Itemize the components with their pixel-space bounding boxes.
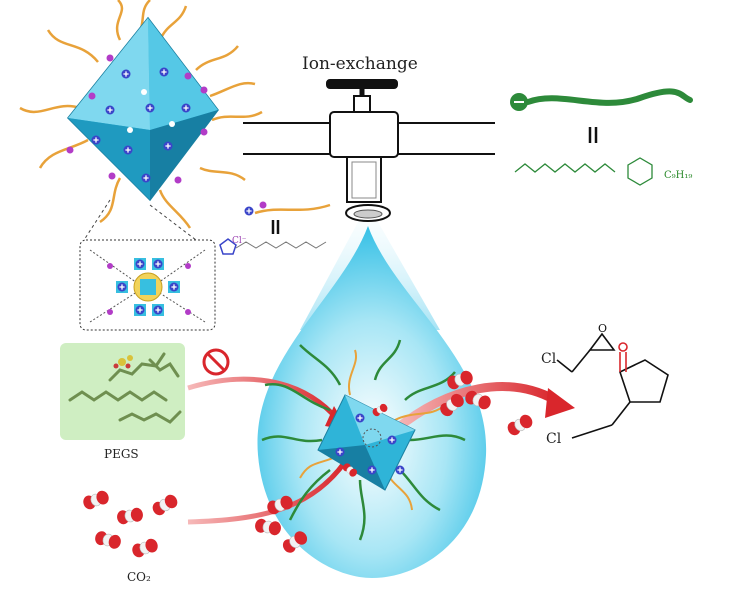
prohibited-icon — [202, 348, 230, 376]
product-arrow — [392, 382, 558, 434]
mof-polyhedron-droplet — [261, 339, 466, 541]
svg-text:O: O — [598, 322, 607, 335]
chlorine-label-product: Cl — [546, 431, 562, 447]
alkyl-label: C₉H₁₉ — [664, 170, 693, 181]
zoom-lines — [83, 199, 197, 241]
zoom-box — [79, 239, 216, 331]
chlorine-label-reactant: Cl — [541, 351, 557, 367]
pegs-box — [60, 343, 185, 440]
co2-label: CO₂ — [127, 570, 151, 584]
equals-marks — [271, 127, 598, 234]
ionic-liquid-icon — [219, 201, 331, 255]
ion-exchange-label: Ion-exchange — [302, 54, 418, 74]
epichlorohydrin-structure: O — [556, 322, 616, 373]
chloride-ion-label: Cl⁻ — [232, 236, 247, 246]
pegs-arrow — [187, 376, 340, 422]
ion-exchange-valve — [243, 79, 495, 222]
pegs-label: PEGS — [104, 447, 139, 461]
sulfonate-chain — [510, 88, 693, 186]
mof-polyhedron-top — [19, 0, 263, 229]
cyclic-carbonate-structure — [571, 342, 669, 439]
